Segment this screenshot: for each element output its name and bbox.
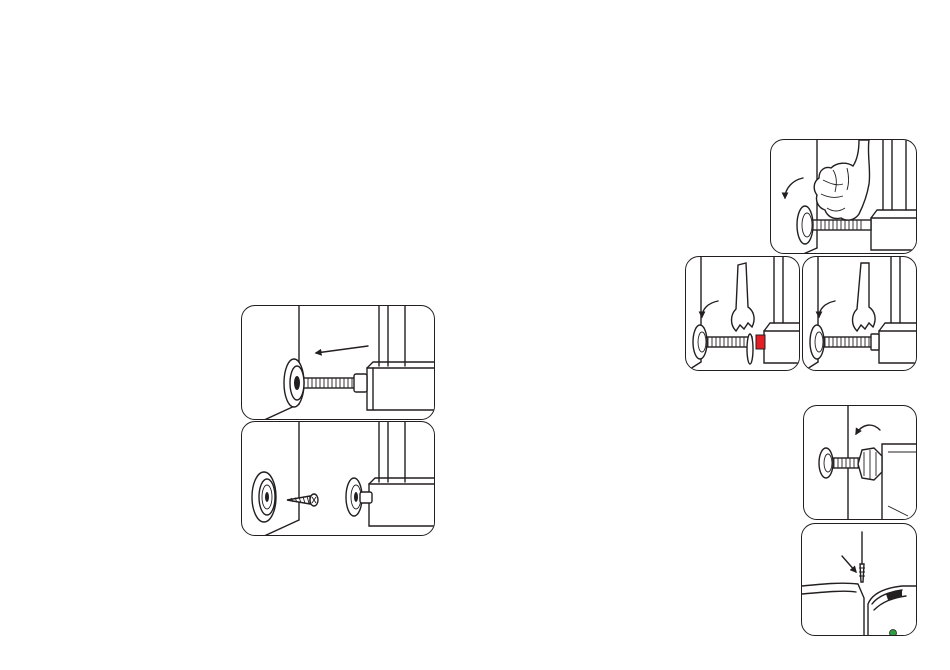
threaded-spindle-icon [809, 220, 871, 230]
locknut-icon [747, 334, 765, 364]
gate-frame [879, 257, 917, 363]
left-arrow-icon [316, 346, 368, 353]
gate-frame [764, 257, 800, 363]
counterclockwise-arrow-icon [785, 178, 803, 198]
diagram-panel-wrench-spindle [802, 256, 917, 371]
diagram-panel-nut-tighten [803, 405, 917, 520]
bumper-icon [693, 325, 707, 359]
bumper-icon [284, 359, 304, 407]
threaded-spindle-icon [300, 374, 367, 392]
hand-icon [814, 140, 869, 220]
diagonal-arrow-icon [842, 556, 856, 572]
diagram-panel-wrench-locknut [685, 256, 800, 371]
diagram-panel-hand-turn [770, 139, 917, 254]
bumper-icon [810, 325, 824, 359]
threaded-spindle-icon [704, 337, 752, 347]
diagram-panel-pin-insert [801, 523, 917, 636]
nut-icon [858, 448, 882, 480]
diagram-panel-bumper-extend [241, 305, 435, 420]
counterclockwise-arrow-icon [819, 301, 835, 317]
diagram-panel-wall-cup [241, 421, 435, 536]
status-indicator-icon [890, 630, 897, 637]
gate-frame [367, 306, 435, 410]
gate-frame [882, 444, 917, 520]
wrench-icon [732, 263, 755, 331]
counterclockwise-arrow-icon [856, 425, 880, 434]
gate-base [868, 586, 917, 636]
wrench-icon [853, 263, 876, 331]
pin-icon [859, 532, 865, 582]
bumper-icon [819, 448, 833, 478]
gate-frame [871, 140, 917, 250]
bumper-icon [797, 206, 813, 244]
gate-frame [369, 422, 435, 526]
bumper-icon [346, 478, 372, 516]
counterclockwise-arrow-icon [702, 301, 718, 317]
floor-surface [802, 583, 864, 636]
threaded-spindle-icon [821, 334, 879, 350]
screw-icon [287, 494, 318, 506]
wall-cup-icon [252, 472, 276, 522]
